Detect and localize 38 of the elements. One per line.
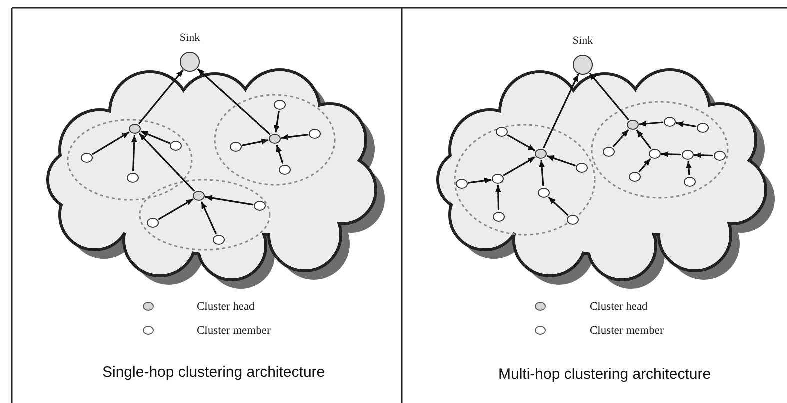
arrow xyxy=(138,133,196,192)
legend-label: Cluster member xyxy=(590,324,664,338)
arrow xyxy=(638,158,652,173)
arrow xyxy=(495,185,502,211)
arrow xyxy=(548,196,569,216)
arrow xyxy=(131,135,138,172)
arrow xyxy=(543,74,580,148)
arrow xyxy=(676,121,697,128)
arrow xyxy=(694,152,714,158)
arrow xyxy=(546,155,576,167)
arrow xyxy=(205,195,254,206)
arrow xyxy=(612,129,630,148)
legend-label: Cluster head xyxy=(197,300,255,314)
arrow xyxy=(242,138,269,146)
arrow xyxy=(507,134,536,152)
arrow xyxy=(140,130,170,144)
arrow xyxy=(274,111,280,133)
arrow xyxy=(281,134,309,140)
arrow xyxy=(661,151,682,158)
panel-caption: Multi-hop clustering architecture xyxy=(498,366,712,384)
node-label: Sink xyxy=(178,32,202,45)
arrow xyxy=(503,156,536,176)
arrow xyxy=(197,68,271,136)
arrow xyxy=(276,144,284,164)
arrow xyxy=(138,70,184,124)
arrow xyxy=(539,160,546,187)
legend-label: Cluster head xyxy=(590,300,648,314)
arrow xyxy=(639,120,664,127)
arrow xyxy=(589,72,630,121)
arrow xyxy=(686,161,692,176)
arrow xyxy=(200,202,218,234)
panel-caption: Single-hop clustering architecture xyxy=(102,364,326,382)
arrow xyxy=(158,198,194,220)
arrow xyxy=(468,178,492,184)
legend-label: Cluster member xyxy=(197,324,271,338)
node-label: Sink xyxy=(572,35,594,48)
arrow xyxy=(636,130,652,150)
arrow xyxy=(92,132,130,156)
